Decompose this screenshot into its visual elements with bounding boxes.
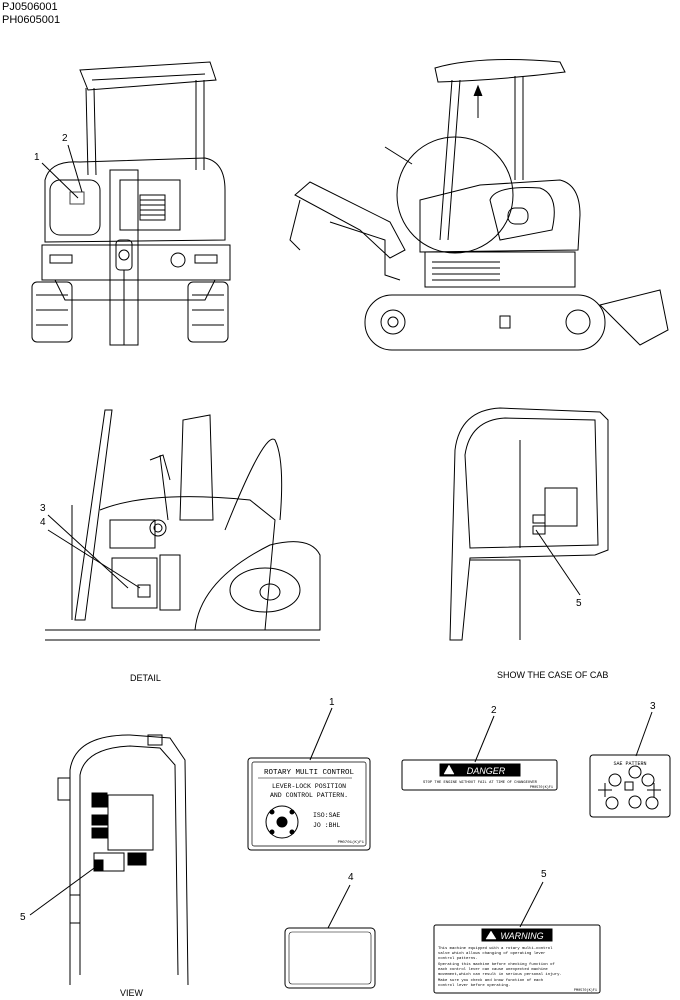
warning-label-line2: valve which allows changing of operating…: [438, 951, 545, 956]
detail-view: [45, 409, 321, 641]
side-view-excavator: [289, 59, 669, 351]
warning-label-code: PM0570(K)F1: [574, 988, 597, 993]
label-danger: [401, 715, 558, 791]
callout-number: 5: [541, 869, 547, 880]
warning-label-line8: control lever before operating.: [438, 983, 510, 988]
label-warning: [433, 881, 601, 994]
warning-label-line3: control patterns.: [438, 956, 478, 961]
callout-number: 3: [650, 701, 656, 712]
callout-number: 1: [34, 152, 40, 163]
rotary-label-line1: ROTARY MULTI CONTROL: [264, 769, 355, 777]
danger-label-title: DANGER: [467, 766, 506, 776]
rotary-label-iso: ISO:SAE: [313, 812, 340, 819]
label-sae-pattern: [589, 711, 671, 818]
front-view-excavator: [31, 61, 231, 346]
warning-label-title: WARNING: [500, 931, 543, 941]
drawing-code-2: PH0605001: [2, 14, 61, 26]
cab-view: [449, 407, 609, 641]
rotary-label-jo: JO :BHL: [313, 822, 340, 829]
danger-label-code: PM0570(K)F1: [530, 785, 553, 790]
rotary-label-code: PM0701(K)F1: [338, 840, 365, 845]
view-frame: [29, 734, 189, 986]
callout-number: 1: [329, 697, 335, 708]
danger-label-text: STOP THE ENGINE WITHOUT FAIL AT TIME OF …: [423, 781, 538, 785]
callout-number: 5: [576, 598, 582, 609]
rotary-label-line2: LEVER-LOCK POSITION: [272, 783, 346, 790]
drawing-code-1: PJ0506001: [2, 1, 58, 13]
warning-label-line6: movement,which can result in serious per…: [438, 972, 562, 977]
warning-alert-icon: [485, 930, 497, 940]
label-blank-plate: [284, 884, 376, 989]
callout-number: 3: [40, 503, 46, 514]
caption-detail: DETAIL: [130, 673, 161, 683]
caption-cab: SHOW THE CASE OF CAB: [497, 670, 609, 680]
callout-number: 5: [20, 912, 26, 923]
danger-alert-icon: [443, 764, 455, 775]
callout-number: 2: [491, 705, 497, 716]
warning-label-line4: Operating this machine before checking f…: [438, 962, 555, 967]
label-rotary-multi-control: [247, 707, 371, 851]
callout-number: 4: [40, 517, 46, 528]
rotary-label-line3: AND CONTROL PATTERN.: [270, 792, 348, 799]
callout-number: 4: [348, 872, 354, 883]
warning-label-line1: This machine equipped with a rotary mult…: [438, 946, 553, 951]
caption-view: VIEW: [120, 988, 144, 998]
warning-label-line5: each control lever can cause unexpected …: [438, 967, 548, 972]
warning-label-line7: Make sure you check and know function of…: [438, 978, 543, 983]
pattern-label-title: SAE PATTERN: [613, 761, 646, 767]
callout-number: 2: [62, 133, 68, 144]
